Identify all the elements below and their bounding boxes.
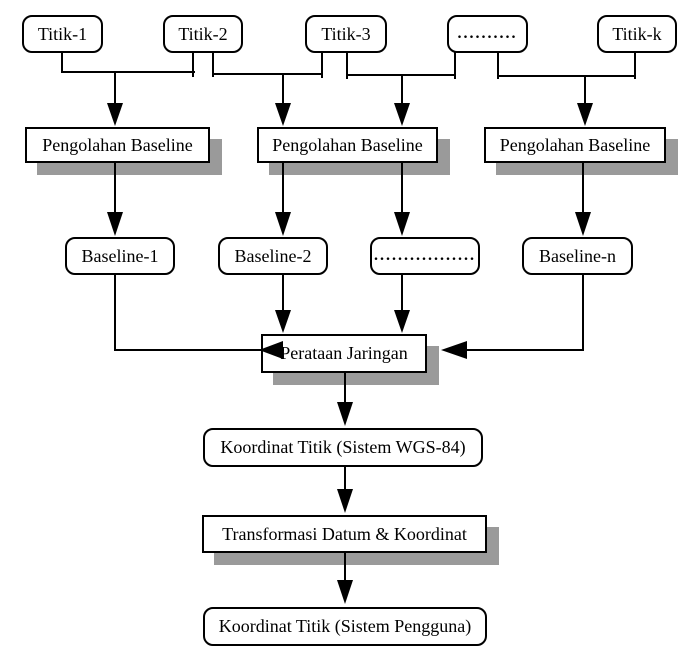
node-baseline-1: Baseline-1 bbox=[65, 237, 175, 275]
connector-baseline1-perataan bbox=[114, 275, 284, 359]
node-transformasi-datum: Transformasi Datum & Koordinat bbox=[202, 515, 487, 553]
node-titik-3: Titik-3 bbox=[305, 15, 387, 53]
down-arrowhead bbox=[107, 212, 123, 236]
down-arrowhead bbox=[275, 310, 291, 333]
elbow-line bbox=[114, 275, 284, 351]
node-perataan-jaringan: Perataan Jaringan bbox=[261, 334, 427, 373]
node-koordinat-pengguna: Koordinat Titik (Sistem Pengguna) bbox=[203, 607, 487, 646]
down-arrowhead bbox=[394, 103, 410, 126]
node-baseline-n: Baseline-n bbox=[522, 237, 633, 275]
down-arrowhead bbox=[337, 402, 353, 426]
connector-transformasi-pengguna bbox=[337, 553, 353, 604]
connector-baseline2-perataan bbox=[275, 275, 291, 333]
node-pengolahan-baseline-2: Pengolahan Baseline bbox=[257, 127, 438, 163]
down-arrowhead bbox=[275, 212, 291, 236]
node-baseline-2: Baseline-2 bbox=[218, 237, 328, 275]
node-pengolahan-baseline-1: Pengolahan Baseline bbox=[25, 127, 210, 163]
down-arrowhead bbox=[275, 103, 291, 126]
down-arrowhead bbox=[337, 580, 353, 604]
connector-pengolahan2-baseline-ellipsis bbox=[394, 163, 410, 236]
down-arrowhead bbox=[394, 212, 410, 236]
connector-wgs84-transformasi bbox=[337, 467, 353, 513]
down-arrowhead bbox=[575, 212, 591, 236]
node-baseline-ellipsis: ................. bbox=[370, 237, 480, 275]
connector-bus-c bbox=[346, 52, 456, 126]
connector-bus-a bbox=[61, 52, 195, 126]
connector-perataan-wgs84 bbox=[337, 373, 353, 426]
connector-pengolahan2-baseline2 bbox=[275, 163, 291, 236]
connector-baseline-n-perataan bbox=[441, 275, 584, 359]
elbow-line bbox=[466, 275, 584, 351]
node-titik-ellipsis: .......... bbox=[447, 15, 528, 53]
left-arrowhead bbox=[441, 341, 467, 359]
node-pengolahan-baseline-3: Pengolahan Baseline bbox=[484, 127, 666, 163]
connector-bus-b bbox=[212, 52, 323, 126]
node-titik-2: Titik-2 bbox=[163, 15, 243, 53]
connector-bus-d bbox=[497, 52, 636, 126]
node-titik-1: Titik-1 bbox=[22, 15, 103, 53]
down-arrowhead bbox=[107, 103, 123, 126]
down-arrowhead bbox=[577, 103, 593, 126]
down-arrowhead bbox=[394, 310, 410, 333]
connector-baseline-ellipsis-perataan bbox=[394, 275, 410, 333]
node-koordinat-wgs84: Koordinat Titik (Sistem WGS-84) bbox=[203, 428, 483, 467]
connector-pengolahan1-baseline1 bbox=[107, 163, 123, 236]
down-arrowhead bbox=[337, 489, 353, 513]
connector-pengolahan3-baseline-n bbox=[575, 163, 591, 236]
node-titik-k: Titik-k bbox=[597, 15, 677, 53]
